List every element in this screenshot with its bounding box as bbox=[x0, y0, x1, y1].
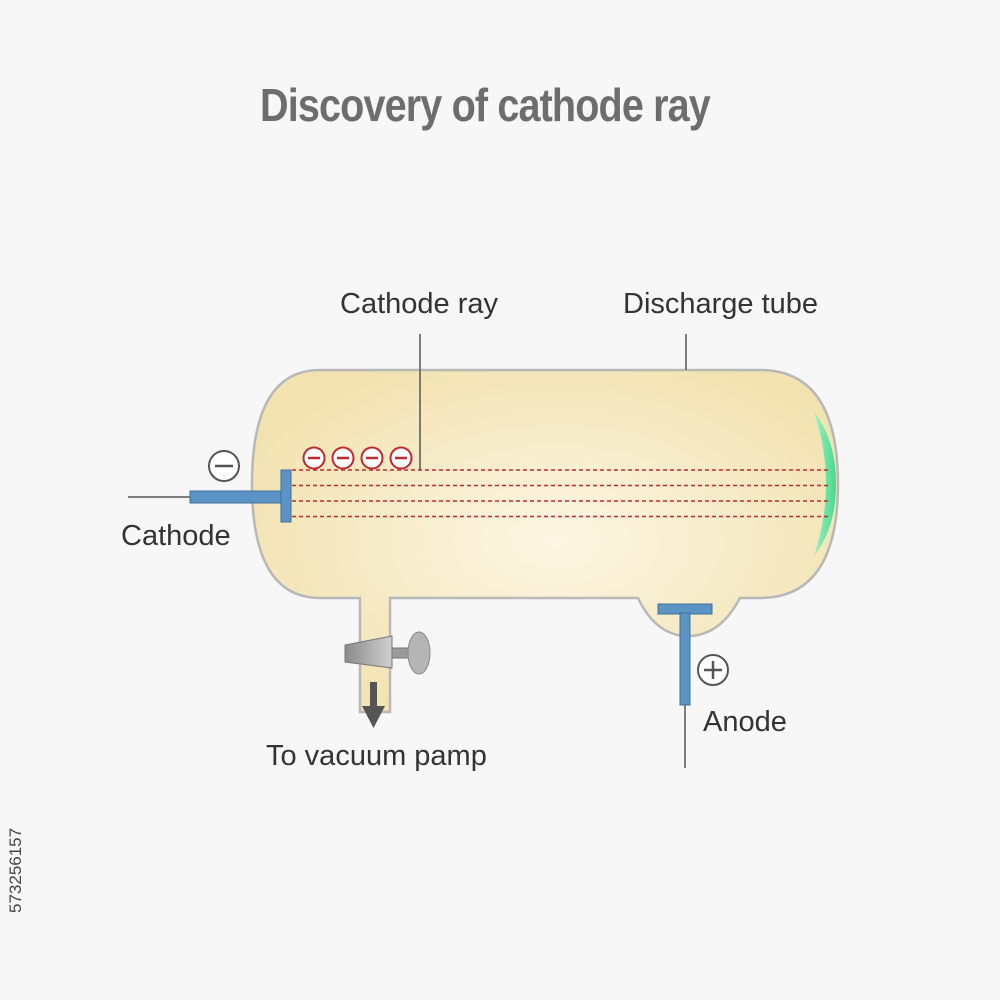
cathode-label: Cathode bbox=[121, 520, 231, 552]
stock-id: 573256157 bbox=[6, 827, 25, 913]
electron-icon bbox=[302, 446, 326, 470]
electron-icon bbox=[360, 446, 384, 470]
discharge-tube bbox=[250, 368, 840, 714]
electron-icon bbox=[331, 446, 355, 470]
vacuum-pump-label: To vacuum pamp bbox=[266, 740, 487, 772]
stopcock-valve bbox=[344, 631, 431, 675]
cathode-ray-lines bbox=[292, 469, 830, 518]
negative-terminal-symbol bbox=[208, 450, 240, 482]
cathode-stem bbox=[189, 490, 283, 504]
down-arrow-icon bbox=[362, 682, 385, 728]
diagram-title: Discovery of cathode ray bbox=[260, 79, 711, 131]
cathode-plate bbox=[280, 469, 292, 523]
positive-terminal-symbol bbox=[697, 654, 729, 686]
anode-label: Anode bbox=[703, 706, 787, 738]
anode-stem bbox=[679, 612, 691, 706]
discharge-tube-label: Discharge tube bbox=[623, 288, 819, 320]
electron-icon bbox=[389, 446, 413, 470]
fluorescent-glow bbox=[814, 412, 836, 556]
cathode-ray-label: Cathode ray bbox=[340, 288, 498, 320]
electrons bbox=[302, 446, 413, 470]
